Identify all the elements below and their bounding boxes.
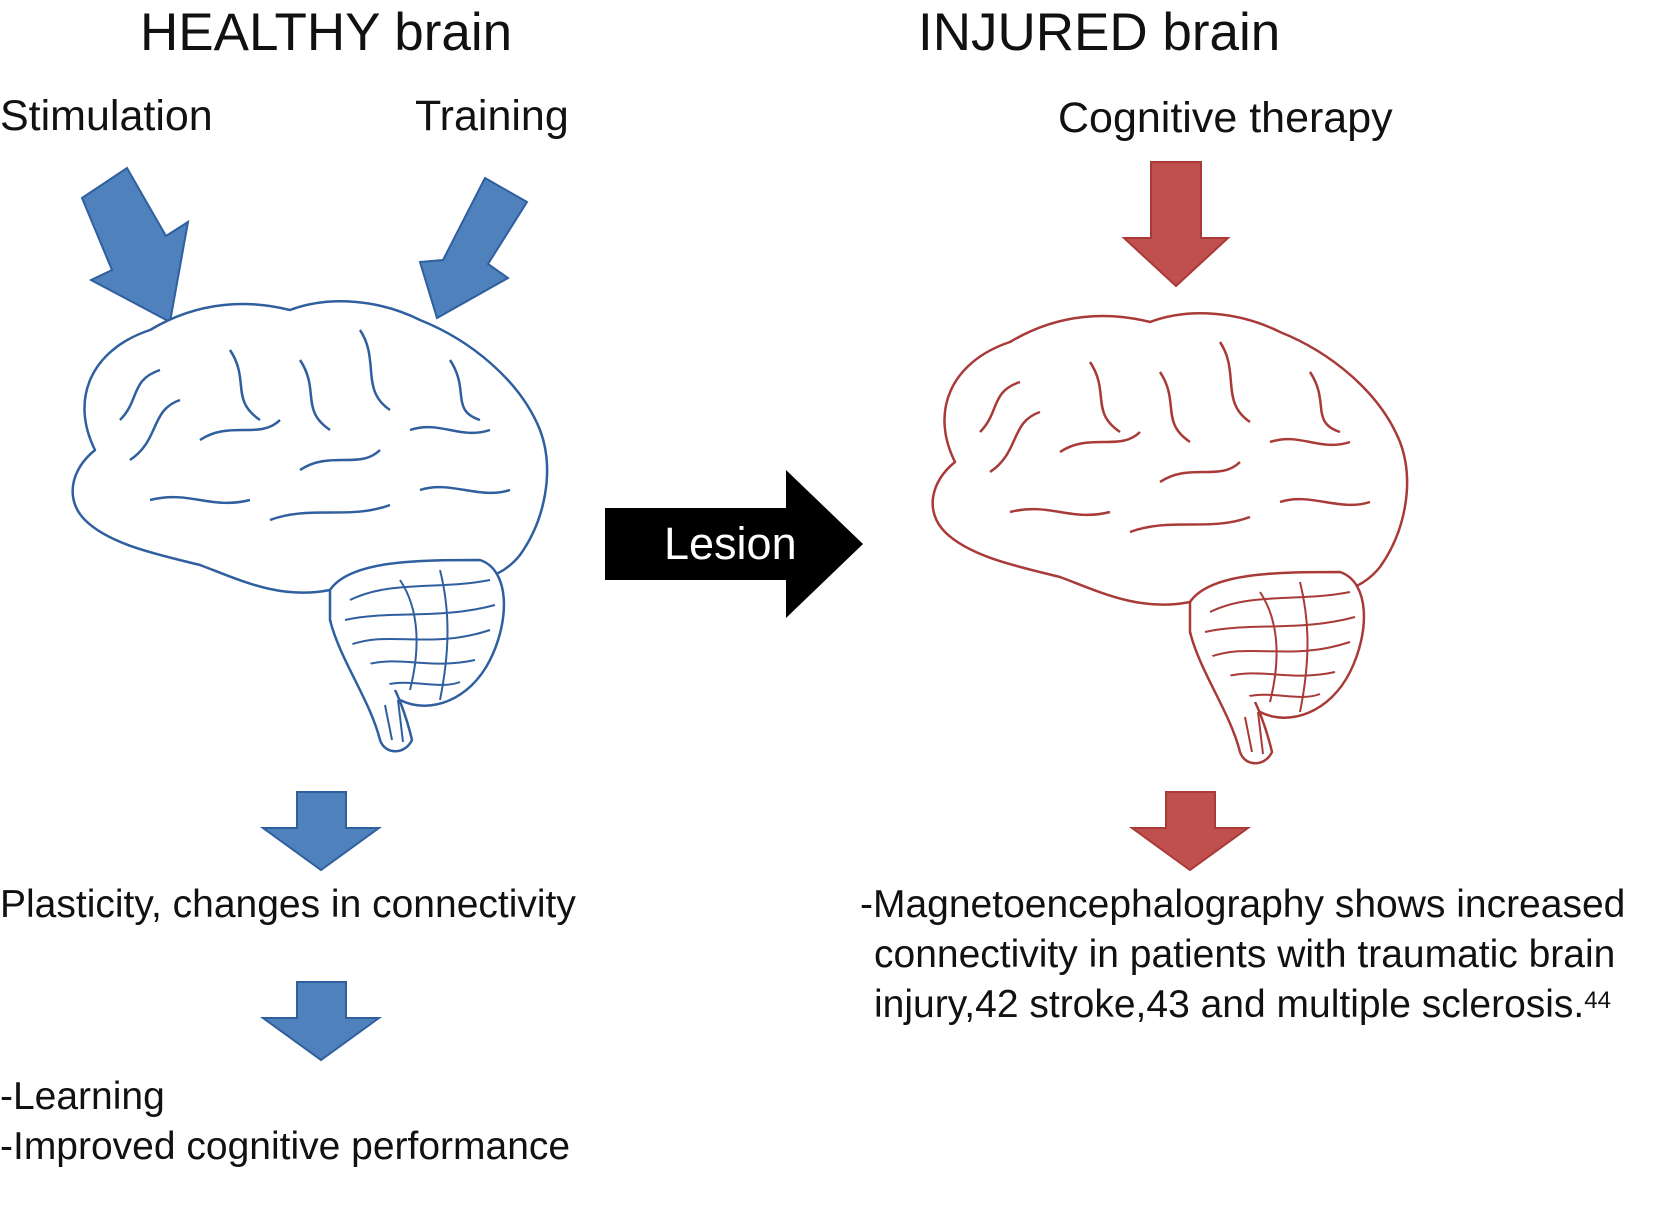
injured-down-arrow bbox=[1128, 791, 1252, 872]
training-label: Training bbox=[415, 92, 569, 140]
cognitive-therapy-label: Cognitive therapy bbox=[1058, 94, 1393, 142]
learning-item: -Learning bbox=[0, 1075, 165, 1118]
healthy-title: HEALTHY brain bbox=[140, 3, 513, 62]
meg-line-1: -Magnetoencephalography shows increased bbox=[860, 883, 1626, 926]
reference-superscript: 44 bbox=[1584, 987, 1611, 1014]
meg-line-3: injury,42 stroke,43 and multiple scleros… bbox=[874, 983, 1585, 1026]
lesion-label: Lesion bbox=[664, 518, 797, 569]
training-arrow bbox=[418, 176, 529, 320]
brain-icon-healthy bbox=[71, 300, 549, 753]
healthy-down-arrow-2 bbox=[259, 981, 383, 1062]
healthy-outcome-list: -Learning -Improved cognitive performanc… bbox=[0, 1072, 570, 1172]
plasticity-text: Plasticity, changes in connectivity bbox=[0, 883, 576, 926]
injured-title: INJURED brain bbox=[918, 3, 1281, 62]
cognitive-therapy-arrow bbox=[1121, 161, 1231, 288]
stimulation-arrow bbox=[80, 166, 190, 324]
improved-performance-item: -Improved cognitive performance bbox=[0, 1125, 571, 1168]
stimulation-label: Stimulation bbox=[0, 92, 213, 140]
injured-outcome-text: -Magnetoencephalography shows increased … bbox=[860, 880, 1625, 1030]
brain-icon-injured bbox=[931, 312, 1409, 765]
meg-line-2: connectivity in patients with traumatic … bbox=[874, 933, 1616, 976]
lesion-arrow bbox=[605, 470, 863, 618]
healthy-down-arrow-1 bbox=[259, 791, 383, 872]
